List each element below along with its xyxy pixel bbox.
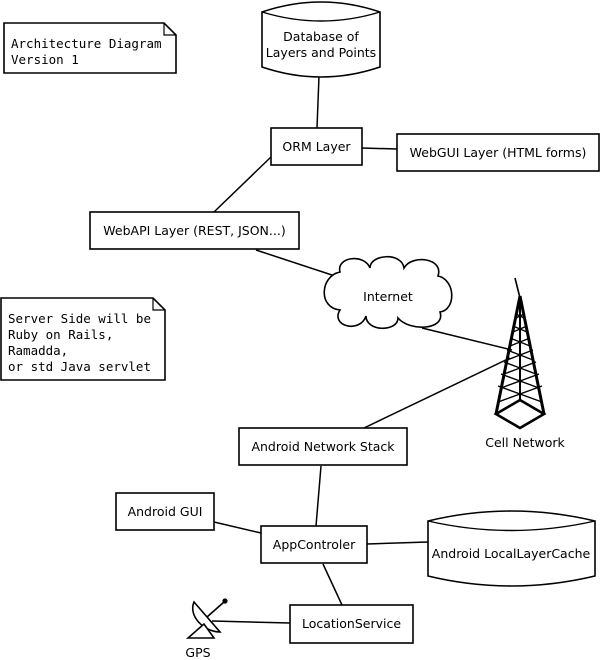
gps-label: GPS bbox=[185, 645, 210, 660]
cell-network-label: Cell Network bbox=[485, 435, 565, 450]
orm-layer-label: ORM Layer bbox=[282, 139, 351, 154]
edge-gui-appcontroller bbox=[213, 521, 262, 534]
node-webgui-layer: WebGUI Layer (HTML forms) bbox=[396, 133, 600, 172]
edge-webapi-internet bbox=[255, 249, 339, 278]
node-orm-layer: ORM Layer bbox=[270, 127, 363, 166]
edge-appcontroller-cache bbox=[366, 541, 429, 545]
cell-tower-icon bbox=[493, 277, 547, 430]
android-gui-label: Android GUI bbox=[128, 504, 203, 519]
node-android-gui: Android GUI bbox=[115, 492, 215, 531]
node-cell-network: Cell Network bbox=[485, 277, 566, 450]
cloud-icon bbox=[323, 255, 453, 330]
note-server-side-line3: Ramadda, bbox=[8, 343, 68, 358]
note-server-side: Server Side will be Ruby on Rails, Ramad… bbox=[0, 297, 166, 381]
local-layer-cache-label: Android LocalLayerCache bbox=[432, 546, 591, 561]
node-android-network-stack: Android Network Stack bbox=[238, 427, 408, 466]
node-local-layer-cache: Android LocalLayerCache bbox=[427, 510, 596, 587]
note-server-side-line4: or std Java servlet bbox=[8, 359, 151, 374]
connectors bbox=[211, 75, 513, 624]
note-architecture: Architecture Diagram Version 1 bbox=[3, 22, 177, 74]
database-label-line1: Database of bbox=[283, 29, 359, 44]
edge-orm-webapi bbox=[213, 155, 273, 213]
node-gps: GPS bbox=[185, 598, 228, 660]
node-database: Database of Layers and Points bbox=[261, 1, 381, 78]
edge-orm-webgui bbox=[361, 147, 398, 150]
webgui-layer-label: WebGUI Layer (HTML forms) bbox=[410, 145, 587, 160]
edge-location-gps bbox=[211, 620, 291, 624]
note-server-side-line2: Ruby on Rails, bbox=[8, 327, 113, 342]
internet-label: Internet bbox=[363, 289, 413, 304]
edge-stack-appcontroller bbox=[315, 465, 322, 527]
app-controller-label: AppControler bbox=[273, 537, 356, 552]
edge-database-orm bbox=[316, 75, 320, 129]
node-internet: Internet bbox=[323, 255, 453, 330]
node-location-service: LocationService bbox=[289, 604, 414, 644]
node-webapi-layer: WebAPI Layer (REST, JSON...) bbox=[89, 211, 300, 250]
database-label-line2: Layers and Points bbox=[266, 45, 376, 60]
edge-appcontroller-location bbox=[322, 563, 343, 606]
location-service-label: LocationService bbox=[302, 616, 401, 631]
android-network-stack-label: Android Network Stack bbox=[251, 439, 395, 454]
edge-internet-cell bbox=[421, 327, 513, 351]
edge-cell-android-stack bbox=[363, 357, 511, 429]
note-architecture-line1: Architecture Diagram bbox=[11, 36, 162, 51]
note-server-side-line1: Server Side will be bbox=[8, 311, 151, 326]
satellite-dish-icon bbox=[185, 598, 228, 639]
webapi-layer-label: WebAPI Layer (REST, JSON...) bbox=[103, 223, 285, 238]
node-app-controller: AppControler bbox=[260, 525, 368, 564]
note-architecture-line2: Version 1 bbox=[11, 52, 79, 67]
